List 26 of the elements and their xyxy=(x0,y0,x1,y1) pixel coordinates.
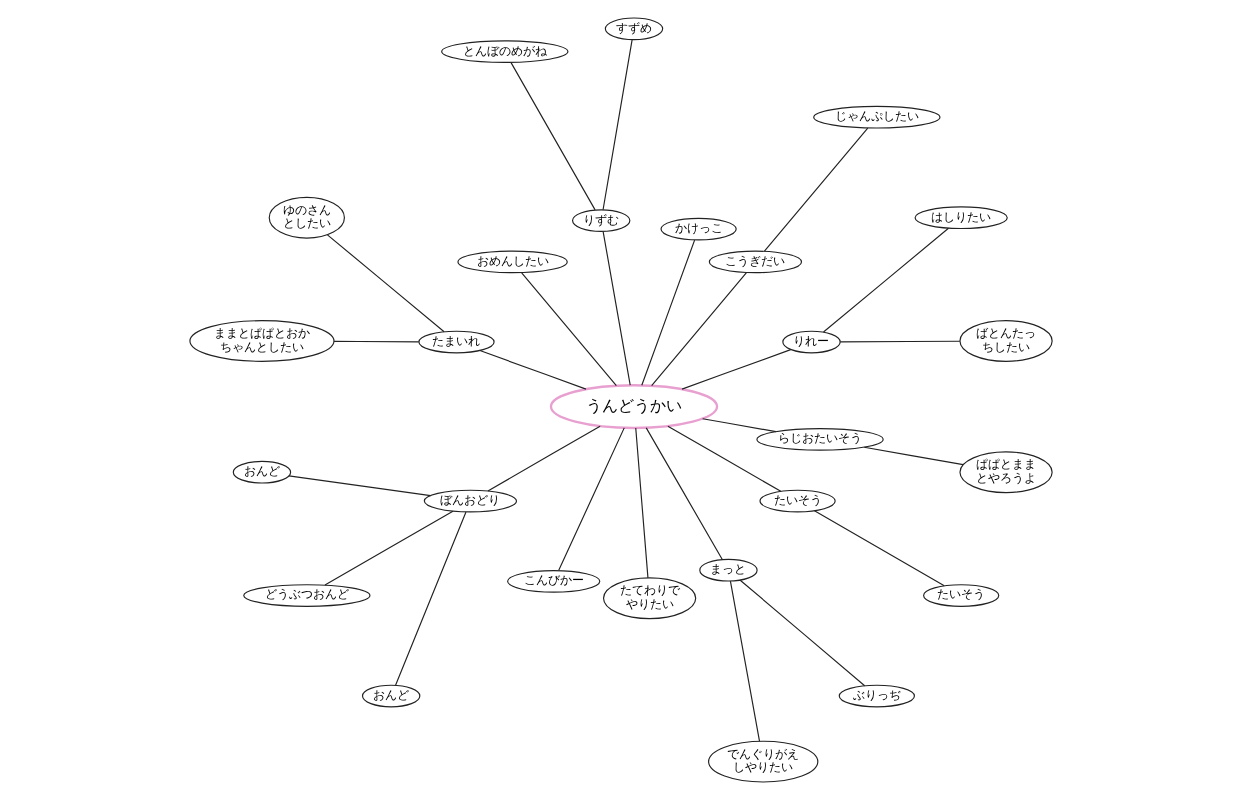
connector xyxy=(287,475,431,497)
connector xyxy=(762,127,868,252)
connector xyxy=(601,39,632,211)
connector xyxy=(812,510,944,587)
connector xyxy=(323,510,453,586)
connector xyxy=(486,425,600,492)
connector xyxy=(640,239,695,386)
connector xyxy=(838,340,960,343)
connector xyxy=(728,580,760,742)
connector xyxy=(644,427,722,561)
connector xyxy=(650,272,747,387)
connector xyxy=(478,349,586,390)
connector xyxy=(325,234,444,333)
connector xyxy=(701,418,776,433)
connector xyxy=(634,427,648,579)
connector xyxy=(509,62,595,211)
connector xyxy=(680,349,791,390)
connector xyxy=(557,427,624,571)
connector xyxy=(738,579,865,687)
connector xyxy=(601,231,630,386)
connector xyxy=(666,425,781,492)
connector xyxy=(394,511,466,686)
connector xyxy=(862,446,963,466)
connector xyxy=(332,340,419,343)
connector xyxy=(821,227,949,333)
connector xyxy=(520,272,616,387)
